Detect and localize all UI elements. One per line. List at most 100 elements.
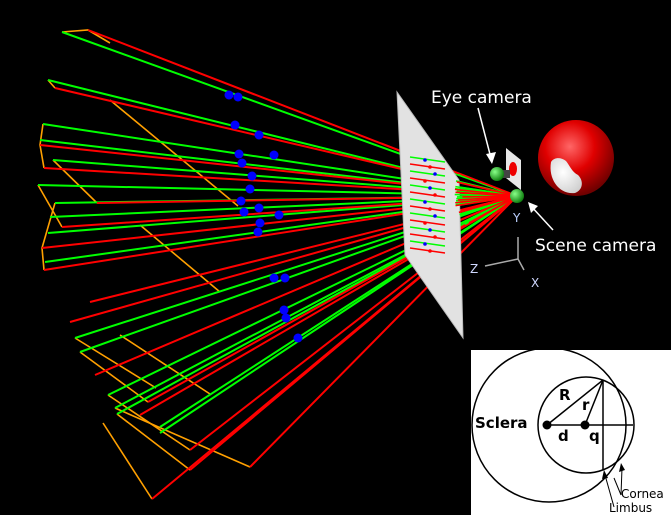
cornea-center-dot xyxy=(580,420,590,430)
projected-ray-mark xyxy=(409,177,446,184)
projected-ray-mark xyxy=(409,240,446,247)
gaze-point-marker xyxy=(269,150,279,160)
gaze-point-marker xyxy=(281,313,291,323)
gaze-ray-segment xyxy=(469,195,518,237)
axis-x-line xyxy=(517,258,525,271)
d-label: d xyxy=(558,427,569,445)
eye-image-pupil xyxy=(509,162,517,176)
scene-camera-sphere xyxy=(510,189,524,203)
projected-point xyxy=(423,158,427,162)
projected-point xyxy=(428,249,432,253)
cornea-arrowhead xyxy=(619,463,625,472)
axis-z-line xyxy=(484,258,519,267)
eye-camera-arrowhead xyxy=(486,152,496,164)
axis-triad xyxy=(484,237,525,271)
cornea-circle xyxy=(537,376,635,474)
projected-point xyxy=(433,193,437,197)
frame-edge xyxy=(114,407,251,468)
projected-point xyxy=(428,228,432,232)
projected-point xyxy=(433,172,437,176)
r-label: r xyxy=(582,396,590,414)
gaze-point-marker xyxy=(230,120,240,130)
gaze-ray-segment xyxy=(481,195,518,232)
gaze-point-marker xyxy=(239,207,249,217)
projected-ray-mark xyxy=(409,247,446,254)
projected-point xyxy=(428,207,432,211)
frame-edge xyxy=(79,351,149,403)
R-label: R xyxy=(559,386,571,404)
axis-y-label: Y xyxy=(513,211,521,225)
gaze-point-marker xyxy=(255,218,265,228)
gaze-ray-segment xyxy=(461,195,518,221)
projected-point xyxy=(433,214,437,218)
gaze-rays-front xyxy=(454,173,518,237)
eye-model-diagram xyxy=(471,350,635,508)
projected-ray-mark xyxy=(409,156,446,163)
gaze-ray-segment xyxy=(456,181,518,197)
limbus-label: Limbus xyxy=(609,501,653,515)
gaze-point-marker xyxy=(254,203,264,213)
gaze-ray-segment xyxy=(455,195,518,207)
projected-ray-mark xyxy=(409,191,446,198)
projected-point xyxy=(428,165,432,169)
gaze-ray-segment xyxy=(467,195,518,226)
frame-edge xyxy=(116,413,191,471)
gaze-ray-red xyxy=(189,195,518,451)
gaze-point-marker xyxy=(279,305,289,315)
gaze-point-marker xyxy=(234,149,244,159)
blue-markers xyxy=(224,90,303,343)
frame-edge xyxy=(47,79,56,89)
gaze-ray-segment xyxy=(458,195,518,214)
projected-point xyxy=(423,200,427,204)
q-label: q xyxy=(589,427,600,445)
projected-ray-mark xyxy=(409,233,446,240)
projected-ray-mark xyxy=(409,212,446,219)
eye-camera-label: Eye camera xyxy=(431,88,532,108)
frame-edge xyxy=(102,422,153,500)
gaze-point-marker xyxy=(274,210,284,220)
eye-model-inset: Sclera R r d q Cornea Limbus xyxy=(471,350,671,515)
image-plane-marks xyxy=(409,156,446,254)
gaze-point-marker xyxy=(280,273,290,283)
scene-camera-arrowhead xyxy=(528,202,538,213)
sclera-label: Sclera xyxy=(475,414,528,432)
axis-x-label: X xyxy=(531,276,540,290)
gaze-ray-red xyxy=(249,195,518,468)
gaze-point-marker xyxy=(247,171,257,181)
eye-camera-sphere xyxy=(490,167,504,181)
sclera-center-dot xyxy=(542,420,552,430)
limbus-arrowhead xyxy=(602,470,608,479)
projected-ray-mark xyxy=(409,205,446,212)
projected-ray-mark xyxy=(409,170,446,177)
projected-point xyxy=(428,186,432,190)
cornea-pointer-shaft xyxy=(620,467,623,496)
projected-point xyxy=(433,235,437,239)
projected-ray-mark xyxy=(409,163,446,170)
eye-camera-body xyxy=(500,170,510,178)
image-plane xyxy=(396,90,464,340)
projected-point xyxy=(423,242,427,246)
limbus-pointer xyxy=(604,474,615,508)
eye-camera-arrow xyxy=(477,107,493,163)
gaze-point-marker xyxy=(254,130,264,140)
cornea-label: Cornea xyxy=(621,487,664,501)
scene-camera-label: Scene camera xyxy=(535,236,657,256)
projected-ray-mark xyxy=(409,219,446,226)
gaze-point-marker xyxy=(245,184,255,194)
projected-point xyxy=(423,221,427,225)
axis-z-label: Z xyxy=(470,262,479,276)
gaze-ray-segment xyxy=(460,173,518,197)
cornea-pointer xyxy=(613,477,622,496)
gaze-point-marker xyxy=(253,227,263,237)
radius-R-line xyxy=(546,379,604,426)
projected-ray-mark xyxy=(409,198,446,205)
gaze-point-marker xyxy=(236,196,246,206)
cornea-patch xyxy=(550,158,582,194)
frame-edge xyxy=(74,337,157,389)
gaze-point-marker xyxy=(237,158,247,168)
frame-edge xyxy=(52,159,98,204)
frame-edge xyxy=(37,184,63,228)
gaze-point-marker xyxy=(224,90,234,100)
projected-ray-mark xyxy=(409,184,446,191)
